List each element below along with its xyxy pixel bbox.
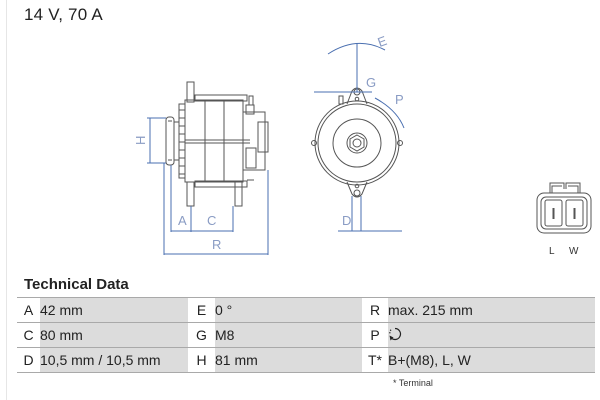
table-row: C 80 mm G M8 P xyxy=(17,322,595,348)
table-row: D 10,5 mm / 10,5 mm H 81 mm T* B+(M8), L… xyxy=(17,347,595,373)
param-value: M8 xyxy=(215,322,362,348)
alternator-front-view xyxy=(311,87,403,198)
param-value: max. 215 mm xyxy=(388,297,595,323)
param-value: 10,5 mm / 10,5 mm xyxy=(40,347,188,373)
dim-label-r: R xyxy=(212,237,221,252)
side-view-dimensions xyxy=(147,117,269,255)
table-row: A 42 mm E 0 ° R max. 215 mm xyxy=(17,297,595,323)
param-value: B+(M8), L, W xyxy=(388,347,595,373)
dim-label-e: E xyxy=(376,33,390,50)
connector-label-w: W xyxy=(569,246,579,257)
param-label: T* xyxy=(362,347,388,373)
dim-label-h: H xyxy=(133,136,148,145)
product-title: 14 V, 70 A xyxy=(24,5,103,24)
technical-data-table: A 42 mm E 0 ° R max. 215 mm C 80 mm G M8… xyxy=(17,297,595,373)
front-view-dimensions xyxy=(314,43,405,232)
dim-label-c: C xyxy=(207,213,216,228)
rotation-clockwise-icon xyxy=(388,326,404,345)
terminal-footnote: * Terminal xyxy=(393,378,433,388)
param-value: 81 mm xyxy=(215,347,362,373)
param-label: P xyxy=(362,322,388,348)
param-label: D xyxy=(17,347,40,373)
dim-label-a: A xyxy=(178,213,187,228)
page-edge-line xyxy=(6,0,7,400)
dim-label-d: D xyxy=(342,213,351,228)
connector-label-l: L xyxy=(549,246,555,257)
param-value: 80 mm xyxy=(40,322,188,348)
param-label: C xyxy=(17,322,40,348)
dim-label-p: P xyxy=(395,92,404,107)
dim-label-g: G xyxy=(366,75,376,90)
plug-connector-drawing xyxy=(536,182,592,234)
alternator-side-view xyxy=(165,81,269,207)
param-label: G xyxy=(188,322,215,348)
technical-data-heading: Technical Data xyxy=(24,276,129,293)
param-value-rotation xyxy=(388,322,595,348)
param-label: A xyxy=(17,297,40,323)
param-label: R xyxy=(362,297,388,323)
param-label: H xyxy=(188,347,215,373)
param-value: 42 mm xyxy=(40,297,188,323)
param-label: E xyxy=(188,297,215,323)
technical-drawings: H A C R E G P D xyxy=(133,33,592,257)
param-value: 0 ° xyxy=(215,297,362,323)
